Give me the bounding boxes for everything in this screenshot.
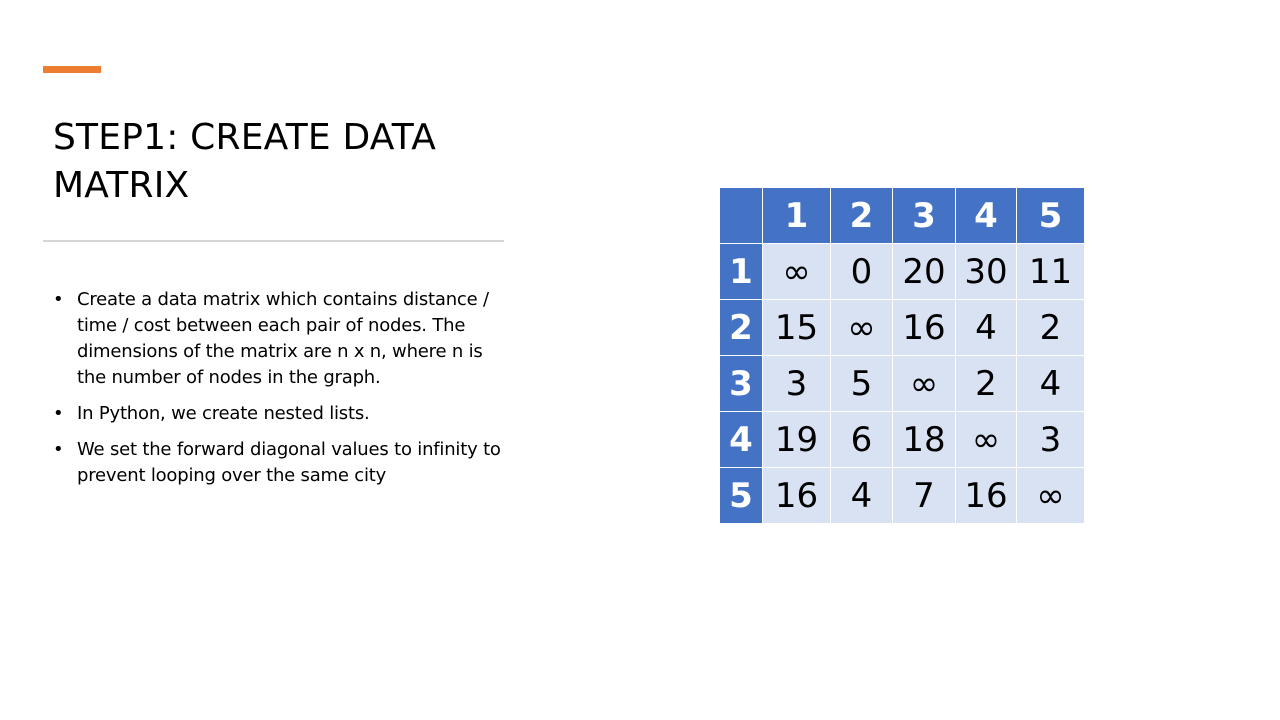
- matrix-cell: 11: [1016, 243, 1085, 300]
- matrix-row: 4 19 6 18 ∞ 3: [719, 411, 1085, 468]
- matrix-row: 5 16 4 7 16 ∞: [719, 467, 1085, 524]
- matrix-cell: 3: [1016, 411, 1085, 468]
- matrix-row: 3 3 5 ∞ 2 4: [719, 355, 1085, 412]
- matrix-cell: 2: [955, 355, 1017, 412]
- matrix-cell: 3: [762, 355, 831, 412]
- bullet-text: In Python, we create nested lists.: [77, 403, 370, 424]
- slide-title: STEP1: CREATE DATA MATRIX: [53, 117, 437, 206]
- matrix-cell: 18: [892, 411, 956, 468]
- matrix-cell: 5: [830, 355, 893, 412]
- title-divider: [43, 240, 504, 242]
- bullet-dot-icon: •: [53, 403, 64, 424]
- bullet-text: We set the forward diagonal values to in…: [77, 439, 501, 486]
- bullet-dot-icon: •: [53, 289, 64, 310]
- matrix-cell: 4: [830, 467, 893, 524]
- matrix-cell: 2: [1016, 299, 1085, 356]
- bullet-item: • We set the forward diagonal values to …: [53, 437, 503, 489]
- matrix-cell: 16: [955, 467, 1017, 524]
- title-accent-bar: [43, 66, 101, 73]
- matrix-row-header: 4: [719, 411, 763, 468]
- matrix-column-header: 3: [892, 187, 956, 244]
- matrix-row: 1 ∞ 0 20 30 11: [719, 243, 1085, 300]
- matrix-cell: 0: [830, 243, 893, 300]
- matrix-cell: 30: [955, 243, 1017, 300]
- matrix-column-header: 1: [762, 187, 831, 244]
- matrix-row-header: 2: [719, 299, 763, 356]
- matrix-row-header: 5: [719, 467, 763, 524]
- bullet-item: • In Python, we create nested lists.: [53, 401, 503, 427]
- matrix-cell: 4: [1016, 355, 1085, 412]
- bullet-dot-icon: •: [53, 439, 64, 460]
- distance-matrix-table: 1 2 3 4 5 1 ∞ 0 20 30 11 2 15 ∞ 16 4 2 3…: [719, 187, 1085, 524]
- matrix-cell: 4: [955, 299, 1017, 356]
- matrix-row: 2 15 ∞ 16 4 2: [719, 299, 1085, 356]
- matrix-corner-cell: [719, 187, 763, 244]
- matrix-cell: ∞: [892, 355, 956, 412]
- matrix-cell: 15: [762, 299, 831, 356]
- matrix-column-header: 4: [955, 187, 1017, 244]
- bullet-list: • Create a data matrix which contains di…: [53, 287, 503, 499]
- matrix-cell: 6: [830, 411, 893, 468]
- matrix-header-row: 1 2 3 4 5: [719, 187, 1085, 244]
- matrix-cell: 19: [762, 411, 831, 468]
- bullet-item: • Create a data matrix which contains di…: [53, 287, 503, 391]
- matrix-cell: 7: [892, 467, 956, 524]
- matrix-column-header: 5: [1016, 187, 1085, 244]
- matrix-cell: ∞: [830, 299, 893, 356]
- matrix-row-header: 3: [719, 355, 763, 412]
- matrix-cell: ∞: [762, 243, 831, 300]
- matrix-row-header: 1: [719, 243, 763, 300]
- matrix-cell: 16: [762, 467, 831, 524]
- matrix-cell: ∞: [1016, 467, 1085, 524]
- bullet-text: Create a data matrix which contains dist…: [77, 289, 489, 388]
- matrix-cell: ∞: [955, 411, 1017, 468]
- matrix-column-header: 2: [830, 187, 893, 244]
- matrix-cell: 16: [892, 299, 956, 356]
- matrix-cell: 20: [892, 243, 956, 300]
